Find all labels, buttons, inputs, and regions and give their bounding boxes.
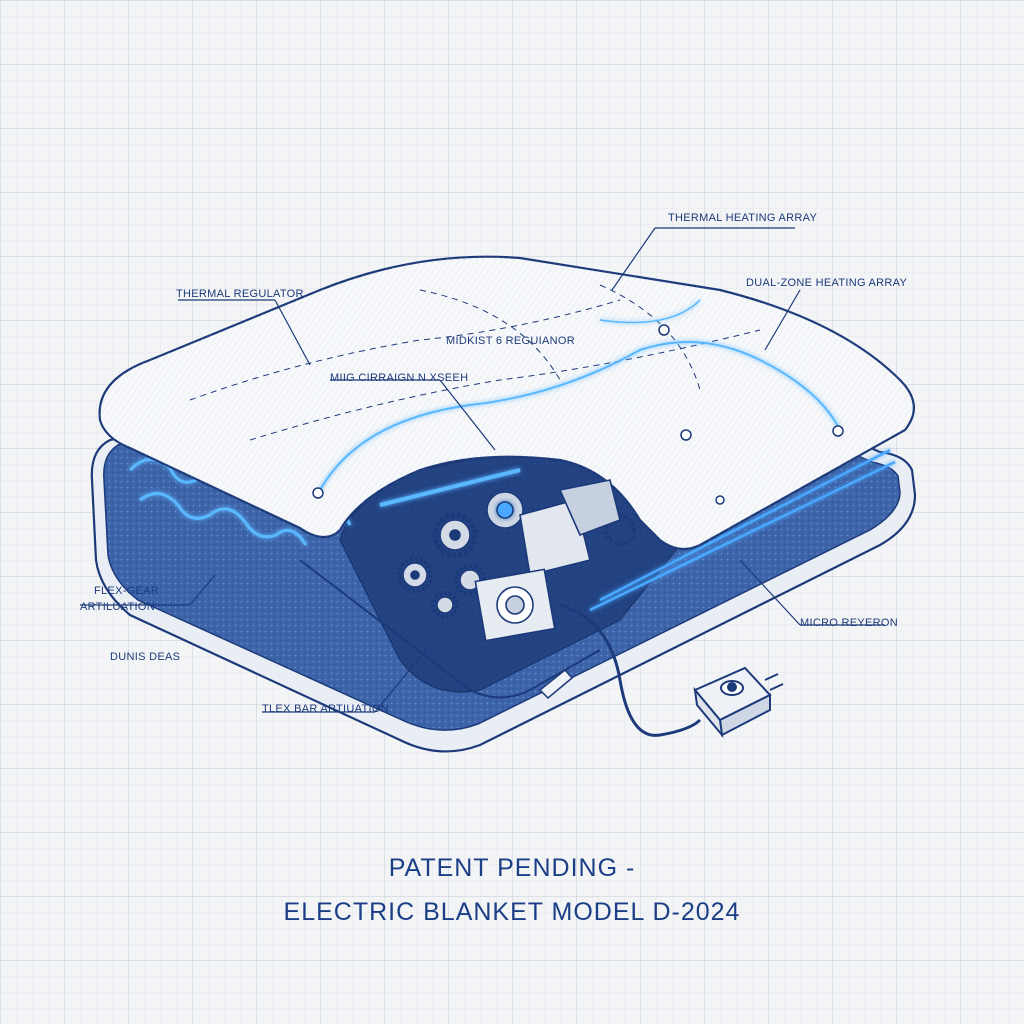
- right-heating-rods: [589, 448, 896, 612]
- label-flex-gear-articulation: ARTILUATION: [80, 601, 156, 613]
- side-connector: [538, 668, 574, 700]
- label-thermal-heating-array: THERMAL HEATING ARRAY: [668, 212, 818, 224]
- power-cord: [559, 603, 702, 737]
- label-flex-bar-articulation: TLEX BAR ARTIUATION: [262, 703, 389, 715]
- gear-assembly: [397, 491, 636, 619]
- label-midkist-regulator: MIDKIST 6 REGUIANOR: [446, 335, 575, 347]
- power-plug: [693, 666, 784, 739]
- grommets: [312, 324, 844, 505]
- bottom-tray-edge: [299, 559, 601, 699]
- label-dual-zone-heating-array: DUAL-ZONE HEATING ARRAY: [746, 277, 908, 289]
- drive-shaft-glow: [379, 468, 521, 507]
- label-thermal-regulator: THERMAL REGULATOR: [176, 288, 304, 300]
- motor-housing: [474, 479, 621, 642]
- title-line-1: PATENT PENDING -: [388, 854, 636, 882]
- label-micro-reyeron: MICRO REYERON: [800, 617, 899, 629]
- callout-lines: [80, 227, 885, 713]
- title-line-2: ELECTRIC BLANKET MODEL D-2024: [283, 898, 741, 926]
- label-flex-gear: FLEX-GEAR: [94, 585, 160, 597]
- blanket-heating-wire: [319, 341, 841, 491]
- label-mig-sketch: MIIG CIRRAIGN N XSEEH: [330, 372, 469, 384]
- label-dunis-deas: DUNIS DEAS: [110, 651, 181, 663]
